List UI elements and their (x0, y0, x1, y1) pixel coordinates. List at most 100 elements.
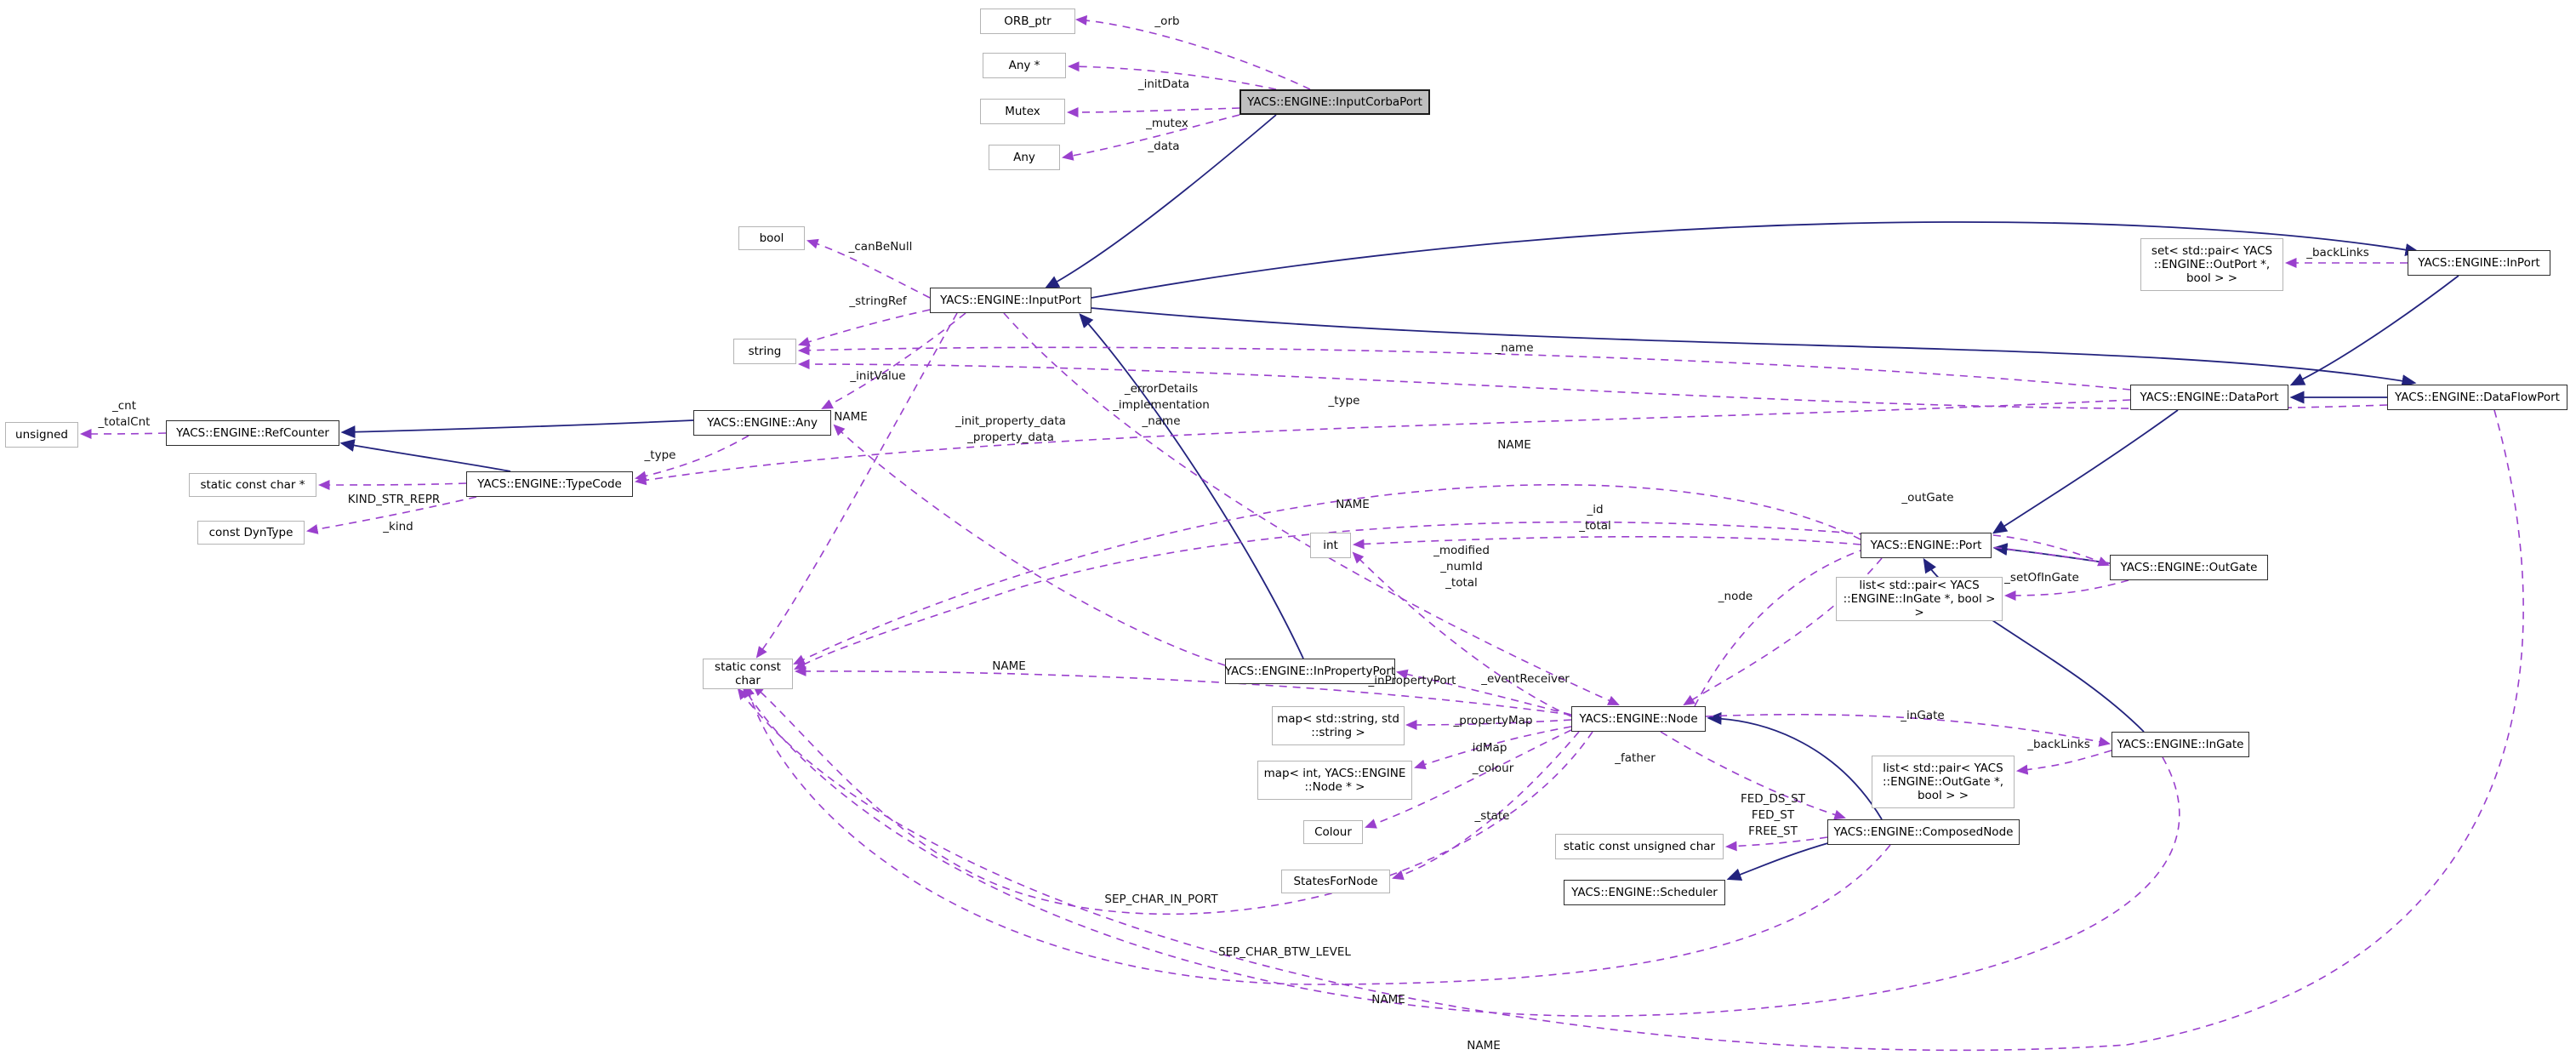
edge-input-port-to-string (798, 309, 931, 347)
class-node-label-out-gate: YACS::ENGINE::OutGate (2120, 561, 2258, 574)
class-node-label-ref-counter: YACS::ENGINE::RefCounter (176, 426, 329, 440)
edge-label-_modified: _modified _numId _total (1433, 544, 1490, 590)
edge-data-port-to-port (1992, 409, 2179, 534)
class-node-label-set-pair-outport: set< std::pair< YACS ::ENGINE::OutPort *… (2151, 244, 2273, 285)
edge-out-gate-to-list-pair-ingate (2003, 579, 2129, 601)
edge-label-_stringRef: _stringRef (849, 294, 907, 308)
class-node-label-orb-ptr: ORB_ptr (1004, 14, 1051, 28)
edge-label-_canBeNull: _canBeNull (848, 240, 913, 254)
class-node-static-const-char[interactable]: static const char (703, 659, 793, 689)
edge-label-_setOfInGate: _setOfInGate (2004, 571, 2079, 585)
class-node-composed-node[interactable]: YACS::ENGINE::ComposedNode (1827, 819, 2020, 845)
edge-label-_cnt: _cnt _totalCnt (98, 399, 151, 429)
edge-label-_backLinks: _backLinks (2027, 738, 2090, 751)
class-node-scheduler[interactable]: YACS::ENGINE::Scheduler (1564, 880, 1725, 905)
edge-ref-counter-to-unsigned (79, 429, 167, 439)
class-node-label-bool: bool (759, 231, 784, 245)
class-node-any-star[interactable]: Any * (983, 53, 1066, 78)
class-node-unsigned[interactable]: unsigned (5, 422, 78, 448)
class-node-label-in-property-port: YACS::ENGINE::InPropertyPort (1224, 665, 1396, 678)
edge-label-_inPropertyPort: _inPropertyPort (1368, 674, 1456, 687)
edge-label-_colour: _colour (1472, 762, 1514, 775)
class-node-label-in-port: YACS::ENGINE::InPort (2418, 256, 2540, 270)
class-node-int[interactable]: int (1310, 533, 1351, 558)
edge-label-_init_property_data: _init_property_data _property_data (955, 414, 1066, 444)
class-node-type-code[interactable]: YACS::ENGINE::TypeCode (466, 471, 633, 497)
edge-in-gate-to-list-pair-outgate (2015, 750, 2112, 775)
class-node-map-int-node[interactable]: map< int, YACS::ENGINE ::Node * > (1257, 761, 1412, 800)
class-node-label-list-pair-outgate: list< std::pair< YACS ::ENGINE::OutGate … (1882, 762, 2004, 802)
edge-port-to-static-const-char (793, 483, 1861, 665)
edge-node-to-int (1352, 551, 1572, 717)
edge-label-idMap: idMap (1472, 741, 1507, 755)
edge-label-NAME: NAME (834, 410, 868, 424)
edge-composed-node-to-static-const-char (744, 684, 1891, 985)
edge-composed-node-to-scheduler (1726, 841, 1832, 881)
edge-label-_backLinks: _backLinks (2306, 246, 2369, 260)
edge-input-port-to-static-const-char (755, 312, 958, 659)
class-node-static-const-char-star[interactable]: static const char * (189, 473, 316, 497)
class-node-label-static-const-char: static const char (715, 660, 781, 687)
class-node-label-string: string (748, 345, 782, 358)
class-node-input-corba-port[interactable]: YACS::ENGINE::InputCorbaPort (1240, 89, 1430, 115)
class-node-list-pair-outgate[interactable]: list< std::pair< YACS ::ENGINE::OutGate … (1872, 756, 2015, 808)
class-node-label-input-corba-port: YACS::ENGINE::InputCorbaPort (1247, 95, 1422, 109)
edge-label-_kind: _kind (383, 520, 413, 533)
class-node-label-int: int (1323, 539, 1338, 552)
class-node-mutex[interactable]: Mutex (980, 99, 1065, 124)
edge-label-_type: _type (1328, 394, 1360, 408)
class-node-in-property-port[interactable]: YACS::ENGINE::InPropertyPort (1225, 659, 1395, 684)
class-node-out-gate[interactable]: YACS::ENGINE::OutGate (2110, 555, 2268, 580)
class-node-data-port[interactable]: YACS::ENGINE::DataPort (2130, 385, 2288, 410)
edge-label-FED_DS_ST: FED_DS_ST FED_ST FREE_ST (1741, 792, 1805, 838)
class-node-label-list-pair-ingate: list< std::pair< YACS ::ENGINE::InGate *… (1843, 579, 1996, 619)
edge-label-_mutex: _mutex (1146, 117, 1188, 130)
class-node-orb-ptr[interactable]: ORB_ptr (980, 9, 1075, 34)
edge-label-NAME: NAME (1336, 498, 1370, 511)
class-node-states-for-node[interactable]: StatesForNode (1281, 870, 1390, 893)
edge-label-_state: _state (1474, 809, 1510, 823)
edge-label-_father: _father (1615, 751, 1656, 765)
class-node-map-string-string[interactable]: map< std::string, std ::string > (1272, 706, 1405, 745)
class-node-label-any-star: Any * (1008, 59, 1040, 72)
class-node-label-static-const-unsigned-char: static const unsigned char (1563, 840, 1716, 853)
class-node-list-pair-ingate[interactable]: list< std::pair< YACS ::ENGINE::InGate *… (1836, 577, 2003, 621)
edge-input-corba-port-to-any-star (1067, 61, 1277, 90)
class-node-const-dyntype[interactable]: const DynType (197, 521, 305, 545)
edge-label-_inGate: _inGate (1901, 709, 1945, 722)
class-node-node[interactable]: YACS::ENGINE::Node (1571, 706, 1706, 732)
edge-node-to-map-int-node (1414, 726, 1572, 770)
class-node-data-flow-port[interactable]: YACS::ENGINE::DataFlowPort (2387, 385, 2567, 410)
class-node-string[interactable]: string (733, 339, 796, 364)
edge-label-_initData: _initData (1137, 77, 1190, 91)
edge-in-property-port-to-yacs-any (833, 424, 1226, 666)
class-node-colour[interactable]: Colour (1303, 820, 1363, 844)
edge-input-port-to-data-flow-port (1091, 307, 2417, 388)
class-node-static-const-unsigned-char[interactable]: static const unsigned char (1555, 834, 1724, 859)
edge-label-SEP_CHAR_BTW_LEVEL: SEP_CHAR_BTW_LEVEL (1218, 945, 1351, 959)
edge-label-NAME: NAME (1497, 438, 1531, 452)
edge-label-NAME: NAME (1371, 993, 1405, 1007)
class-node-label-static-const-char-star: static const char * (200, 478, 305, 492)
class-node-set-pair-outport[interactable]: set< std::pair< YACS ::ENGINE::OutPort *… (2140, 238, 2283, 291)
class-node-bool[interactable]: bool (738, 226, 805, 250)
edge-label-KIND_STR_REPR: KIND_STR_REPR (347, 493, 441, 506)
class-node-label-map-string-string: map< std::string, std ::string > (1277, 712, 1399, 739)
edge-input-port-to-node (1003, 312, 1620, 705)
edge-input-port-to-bool (806, 238, 931, 299)
class-node-yacs-any[interactable]: YACS::ENGINE::Any (693, 410, 831, 436)
edge-yacs-any-to-ref-counter (340, 419, 694, 439)
class-node-in-gate[interactable]: YACS::ENGINE::InGate (2112, 732, 2249, 757)
class-node-ref-counter[interactable]: YACS::ENGINE::RefCounter (166, 420, 339, 446)
class-node-input-port[interactable]: YACS::ENGINE::InputPort (930, 288, 1091, 313)
edge-node-to-colour (1365, 729, 1572, 829)
class-node-label-map-int-node: map< int, YACS::ENGINE ::Node * > (1263, 767, 1406, 794)
class-node-any-small[interactable]: Any (989, 145, 1060, 170)
edge-type-code-to-static-const-char-star (317, 480, 467, 490)
class-node-port[interactable]: YACS::ENGINE::Port (1861, 533, 1992, 558)
class-node-label-in-gate: YACS::ENGINE::InGate (2117, 738, 2244, 751)
class-node-in-port[interactable]: YACS::ENGINE::InPort (2408, 250, 2550, 276)
edge-node-to-composed-node (1660, 731, 1846, 820)
edge-label-_outGate: _outGate (1901, 491, 1954, 505)
